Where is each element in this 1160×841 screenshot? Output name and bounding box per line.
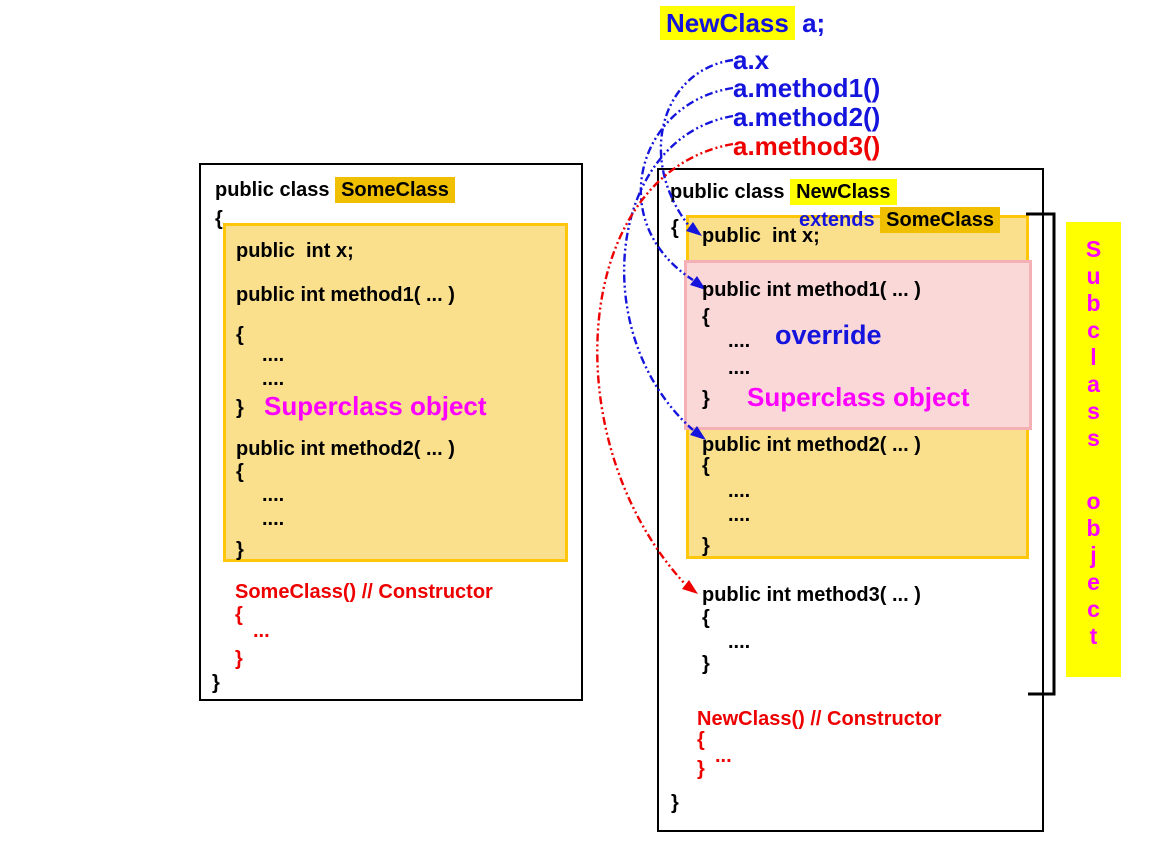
declaration-line: NewClass a; — [660, 6, 826, 40]
someclass-constructor-close: } — [235, 648, 243, 670]
right-line-method2: public int method2( ... ) — [702, 434, 921, 456]
override-box — [684, 260, 1032, 430]
left-method1-open: { — [236, 324, 244, 346]
newclass-box: public class NewClass extends SomeClass … — [657, 168, 1044, 832]
right-method2-dots-2: .... — [728, 504, 751, 526]
left-method2-open: { — [236, 461, 244, 483]
newclass-constructor-title: NewClass() // Constructor — [697, 708, 942, 730]
left-method2-dots-2: .... — [262, 508, 285, 530]
declaration-rest: a; — [794, 8, 826, 38]
someclass-constructor-dots: ... — [253, 620, 270, 642]
newclass-constructor-close: } — [697, 758, 705, 780]
left-method1-close: } — [236, 397, 244, 419]
call-a-method3: a.method3() — [733, 131, 881, 161]
newclass-constructor-open: { — [697, 729, 705, 751]
someclass-constructor-open: { — [235, 604, 243, 626]
call-a-method1: a.method1() — [733, 73, 881, 103]
newclass-name-highlight: NewClass — [790, 179, 897, 205]
declaration-class-highlight: NewClass — [660, 6, 795, 40]
someclass-box: public class SomeClass { public int x; p… — [199, 163, 583, 701]
newclass-header: public class NewClass — [670, 179, 897, 205]
newclass-constructor-dots: ... — [715, 745, 732, 767]
someclass-header: public class SomeClass — [215, 177, 455, 203]
someclass-name-highlight: SomeClass — [335, 177, 455, 203]
extends-class-highlight: SomeClass — [880, 207, 1000, 233]
object-word: o b j e c t — [1086, 488, 1101, 649]
someclass-open-brace: { — [215, 208, 223, 230]
someclass-close-brace: } — [212, 672, 220, 694]
right-superclass-object-label: Superclass object — [747, 382, 970, 412]
right-line-method3: public int method3( ... ) — [702, 584, 921, 606]
subclass-object-strip: S u b c l a s s o b j e c t — [1066, 222, 1121, 677]
right-method1-dots-2: .... — [728, 357, 751, 379]
right-method2-close: } — [702, 535, 710, 557]
left-line-x: public int x; — [236, 240, 354, 262]
someclass-header-prefix: public class — [215, 179, 336, 201]
someclass-constructor-title: SomeClass() // Constructor — [235, 581, 493, 603]
right-method3-open: { — [702, 607, 710, 629]
left-method2-dots-1: .... — [262, 484, 285, 506]
subclass-word: S u b c l a s s — [1085, 236, 1102, 451]
right-method3-dots: .... — [728, 631, 751, 653]
left-line-method1: public int method1( ... ) — [236, 284, 455, 306]
extends-line: extends SomeClass — [799, 207, 1000, 233]
newclass-close-brace: } — [671, 792, 679, 814]
right-method2-dots-1: .... — [728, 480, 751, 502]
right-method1-open: { — [702, 306, 710, 328]
left-line-method2: public int method2( ... ) — [236, 438, 455, 460]
extends-keyword: extends — [799, 209, 881, 231]
right-line-method1: public int method1( ... ) — [702, 279, 921, 301]
call-a-method2: a.method2() — [733, 102, 881, 132]
right-method3-close: } — [702, 653, 710, 675]
right-method1-dots-1: .... — [728, 330, 751, 352]
right-method2-open: { — [702, 455, 710, 477]
left-superclass-object-label: Superclass object — [264, 391, 487, 421]
left-method1-dots-2: .... — [262, 368, 285, 390]
someclass-member-box: public int x; public int method1( ... ) … — [223, 223, 568, 562]
newclass-open-brace: { — [671, 217, 679, 239]
call-a-x: a.x — [733, 45, 770, 75]
left-method1-dots-1: .... — [262, 344, 285, 366]
newclass-header-prefix: public class — [670, 181, 791, 203]
left-method2-close: } — [236, 539, 244, 561]
right-method1-close: } — [702, 388, 710, 410]
override-label: override — [775, 320, 882, 350]
